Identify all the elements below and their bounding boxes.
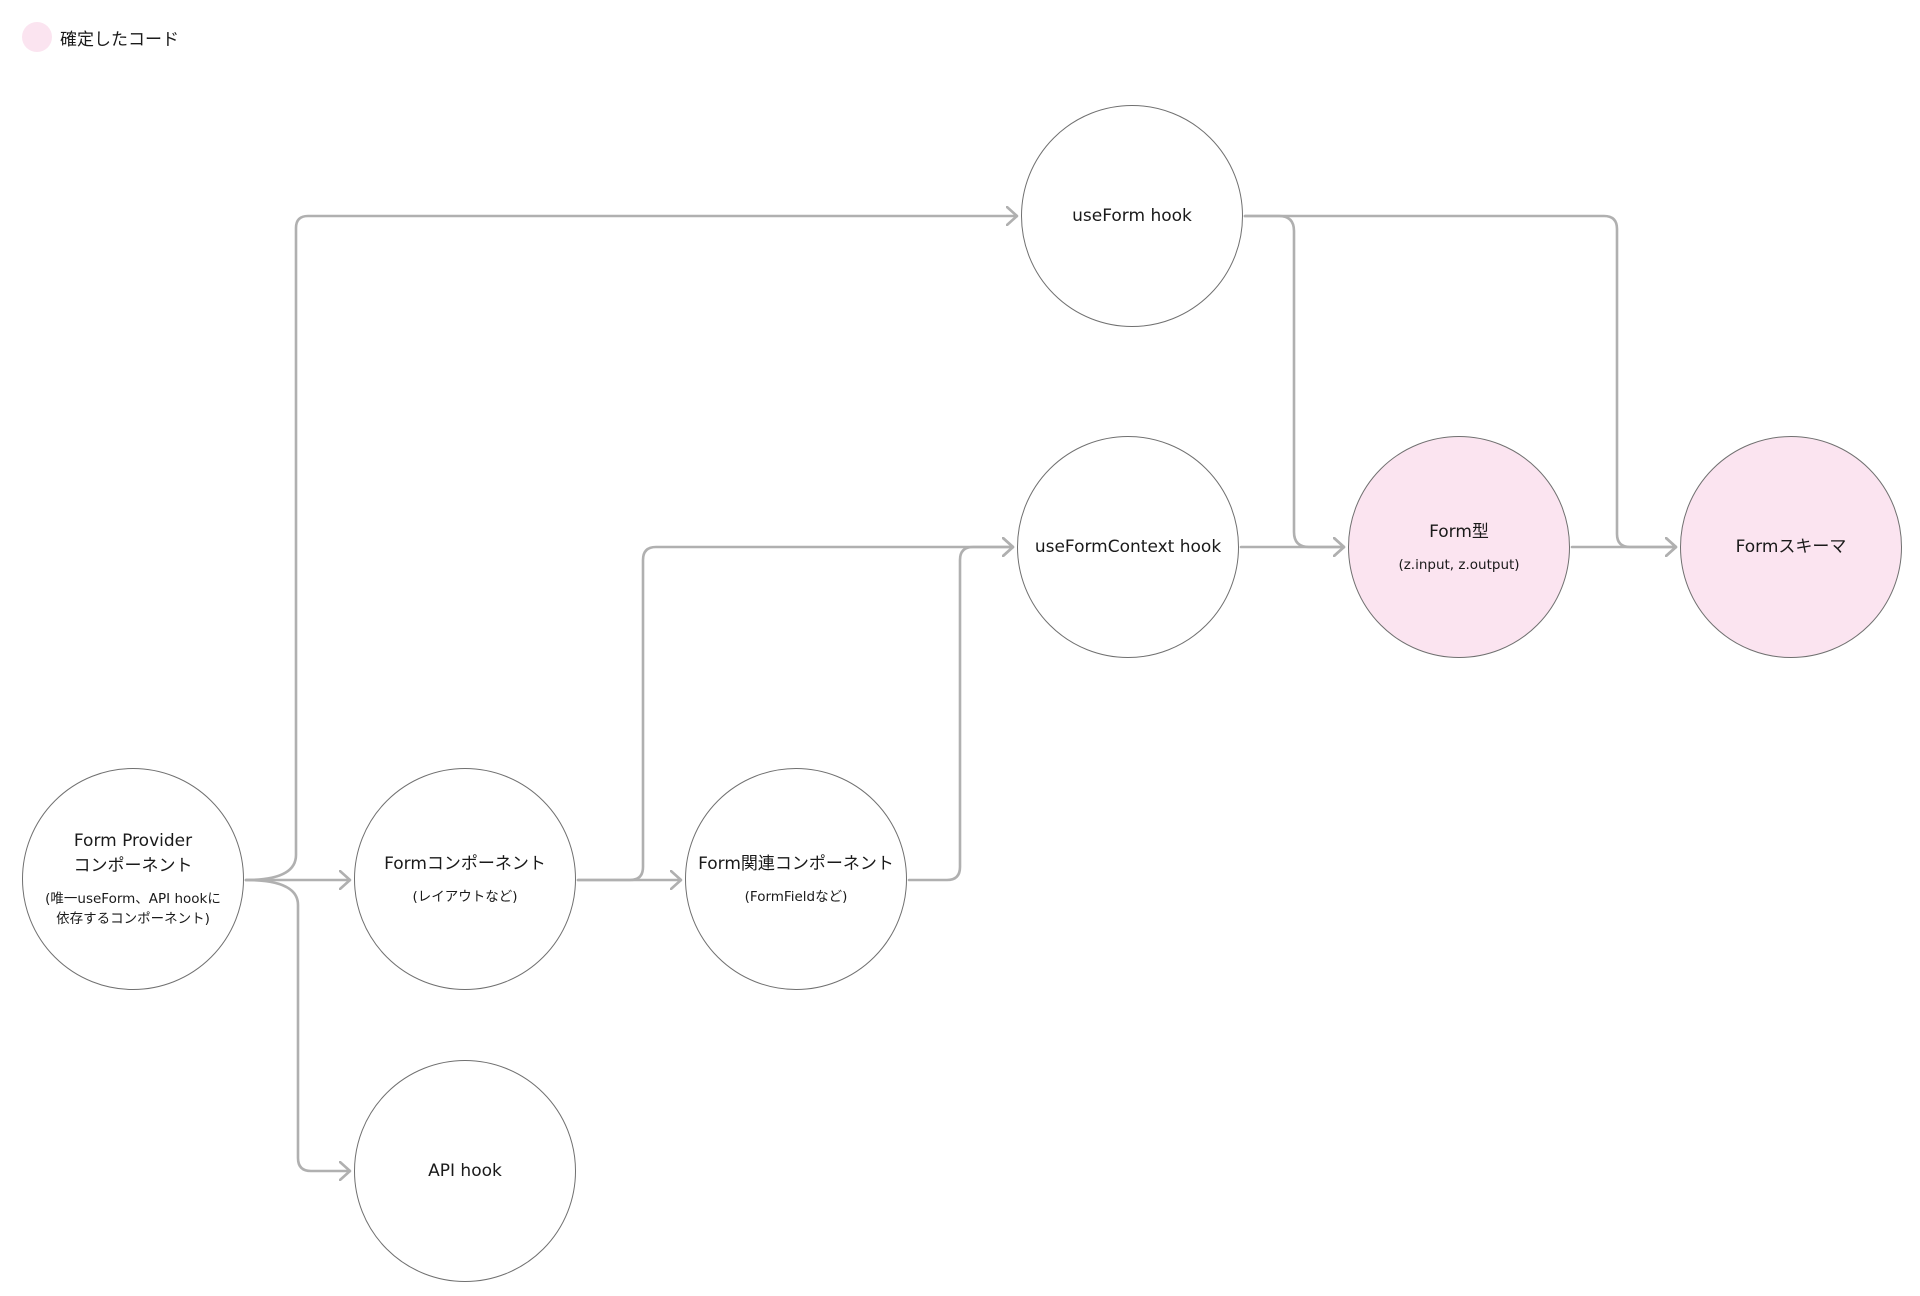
edges bbox=[244, 214, 1678, 1171]
node-title: Form Provider コンポーネント bbox=[73, 831, 193, 876]
node-form-type: Form型 (z.input, z.output) bbox=[1348, 436, 1570, 658]
node-title: useForm hook bbox=[1072, 205, 1192, 226]
node-subtitle: (唯一useForm、API hookに 依存するコンポーネント) bbox=[45, 891, 221, 927]
node-form-related: Form関連コンポーネント (FormFieldなど) bbox=[685, 768, 907, 990]
node-form-component: Formコンポーネント (レイアウトなど) bbox=[354, 768, 576, 990]
node-title: useFormContext hook bbox=[1034, 536, 1222, 557]
node-title: Formスキーマ bbox=[1735, 536, 1847, 557]
node-form-provider: Form Provider コンポーネント (唯一useForm、API hoo… bbox=[22, 768, 244, 990]
edge-use-form-to-form-type bbox=[1243, 214, 1346, 547]
node-title: API hook bbox=[428, 1160, 502, 1181]
node-title: Form関連コンポーネント bbox=[698, 853, 894, 874]
edge-form-provider-to-use-form bbox=[244, 216, 1019, 882]
node-title: Form型 bbox=[1429, 521, 1489, 542]
node-title: Formコンポーネント bbox=[384, 853, 546, 874]
legend-swatch bbox=[22, 22, 52, 52]
node-use-form-hook: useForm hook bbox=[1021, 105, 1243, 327]
node-subtitle: (レイアウトなど) bbox=[412, 888, 518, 905]
edge-form-provider-to-api-hook bbox=[244, 878, 352, 1171]
edge-form-related-to-use-form-context bbox=[907, 547, 1015, 882]
legend-label: 確定したコード bbox=[60, 29, 179, 50]
node-form-schema: Formスキーマ bbox=[1680, 436, 1902, 658]
node-subtitle: (z.input, z.output) bbox=[1398, 556, 1520, 573]
legend: 確定したコード bbox=[22, 22, 179, 52]
node-api-hook: API hook bbox=[354, 1060, 576, 1282]
node-use-form-context-hook: useFormContext hook bbox=[1017, 436, 1239, 658]
node-subtitle: (FormFieldなど) bbox=[744, 888, 848, 905]
